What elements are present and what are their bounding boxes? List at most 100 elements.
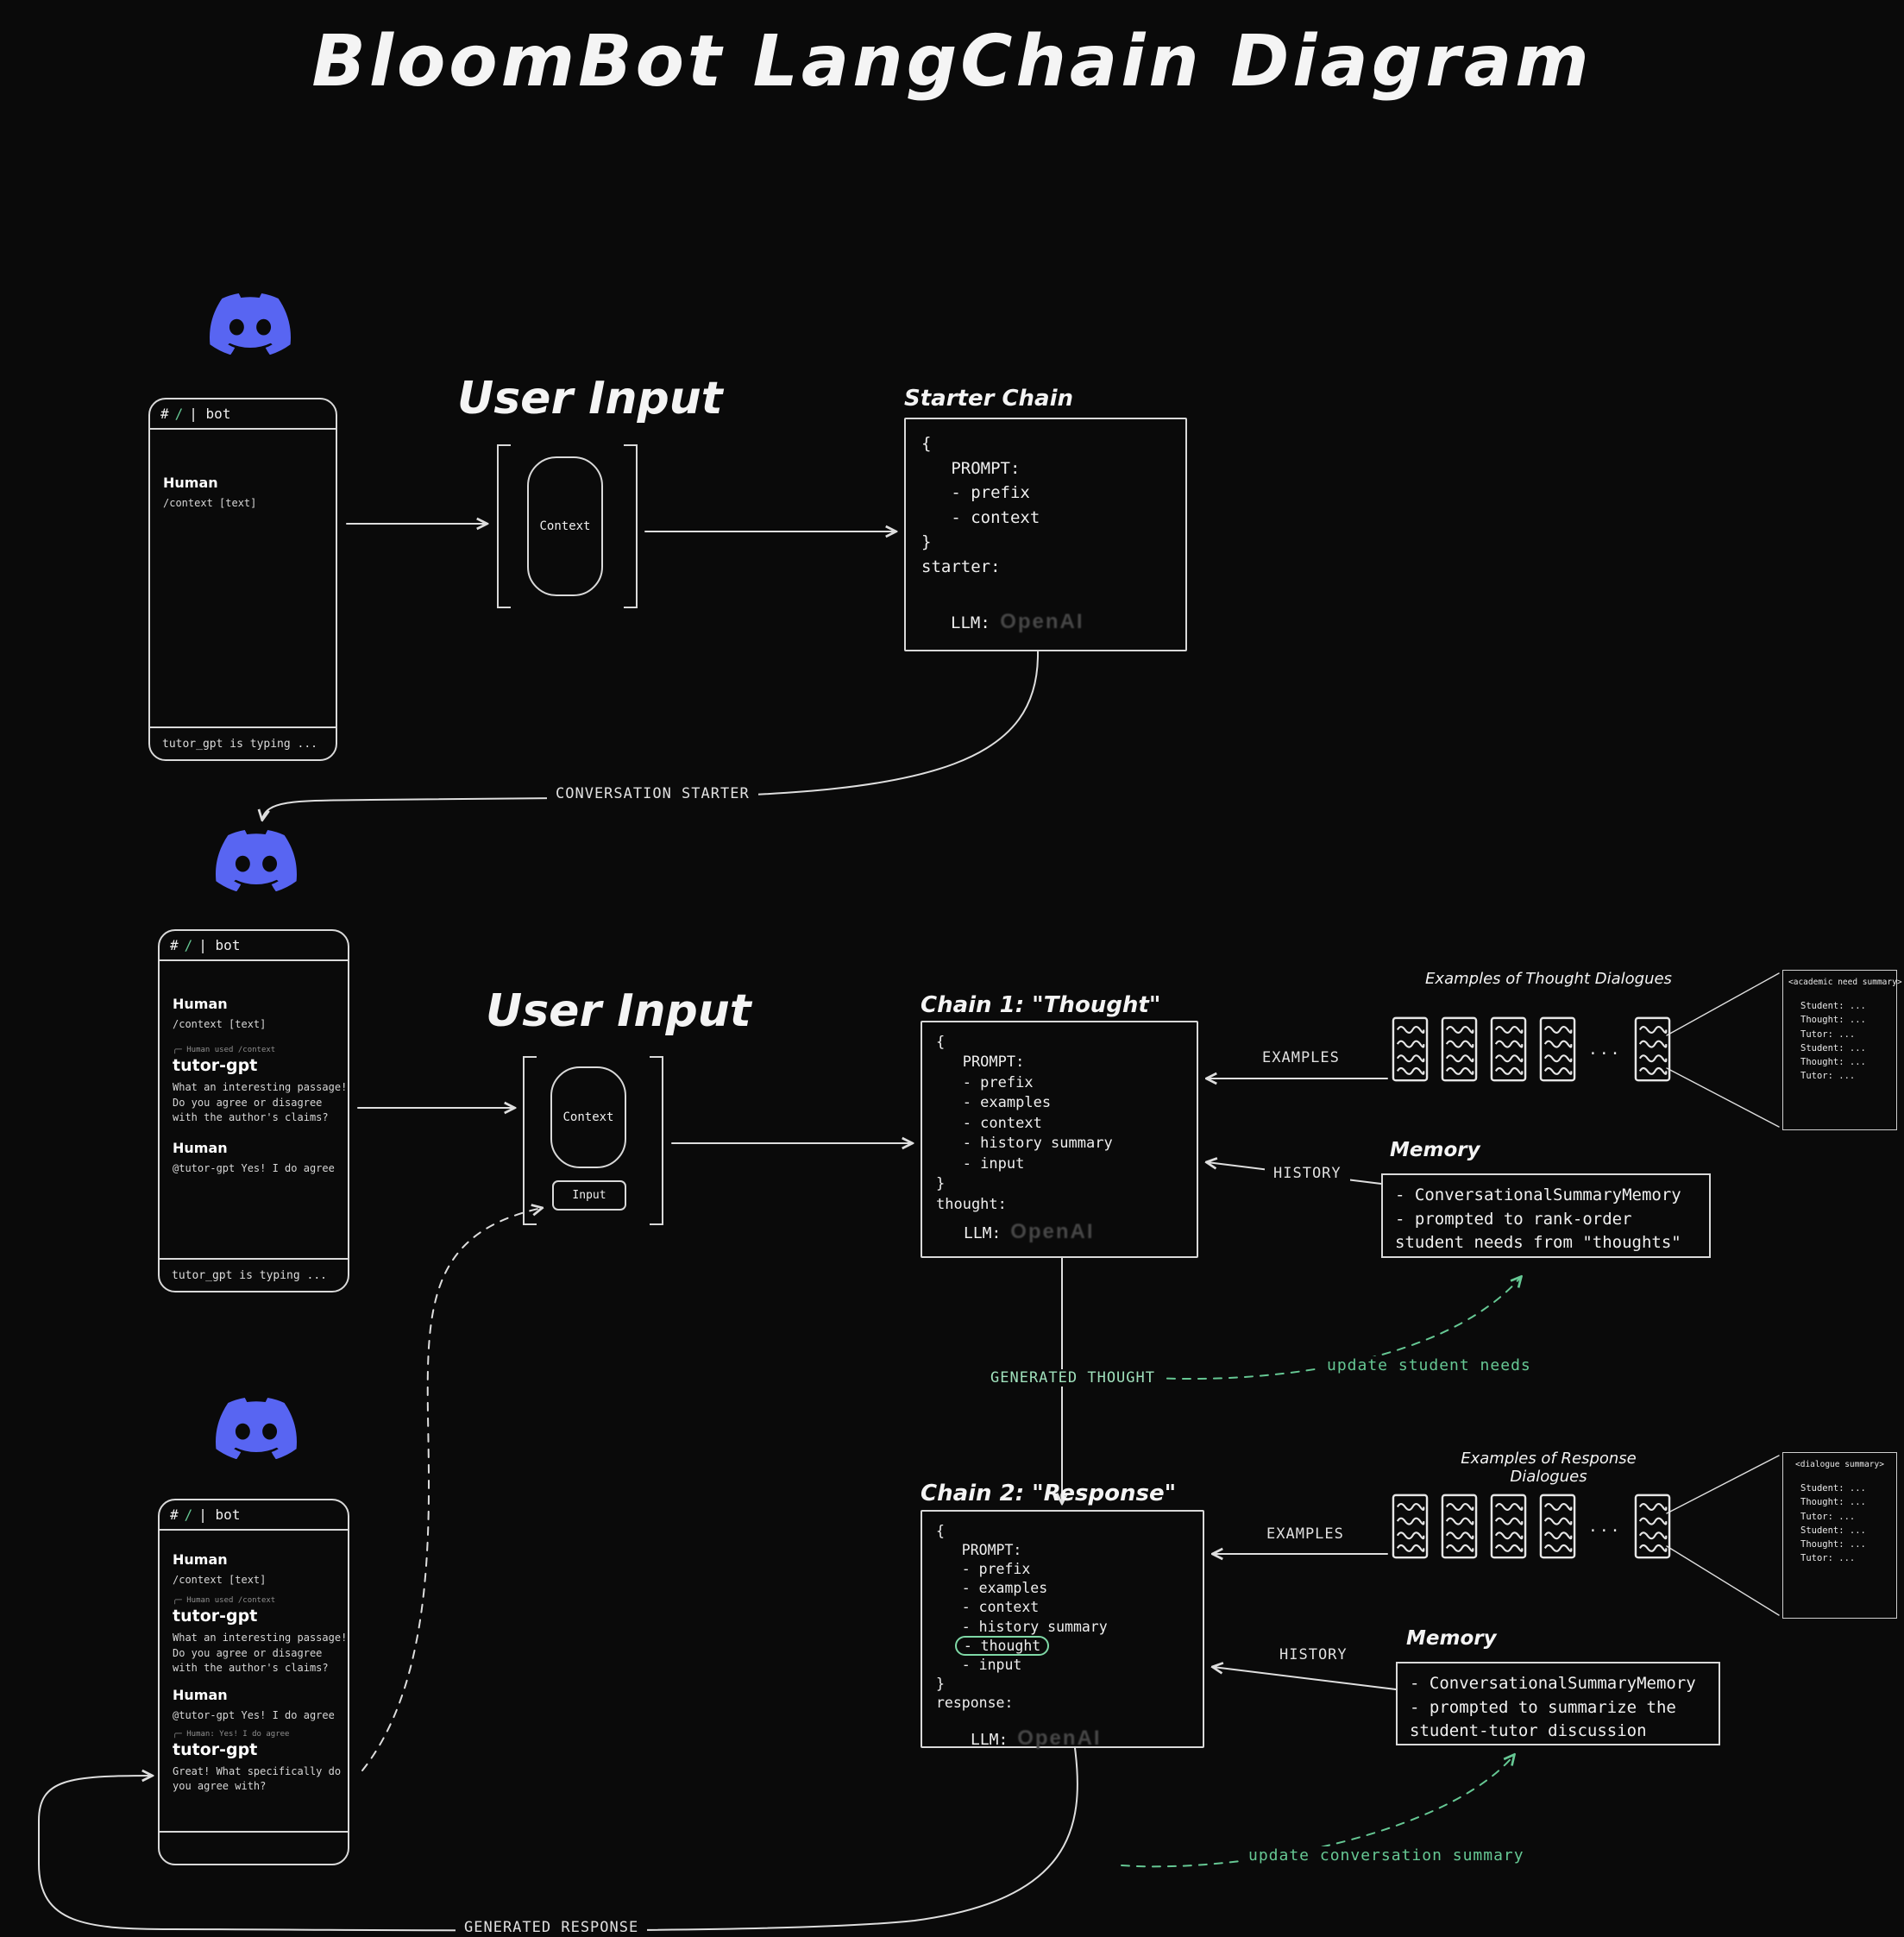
fan-line-thought-top [1666, 972, 1780, 1036]
channel-name: | bot [198, 1506, 241, 1523]
dialogue-doc-icon [1634, 1494, 1670, 1559]
dialogue-doc-icon [1490, 1016, 1527, 1082]
openai-logo: OpenAI [1017, 1726, 1102, 1751]
fan-line-thought-bottom [1666, 1067, 1780, 1128]
examples-thought-title: Examples of Thought Dialogues [1425, 970, 1672, 988]
chain1-box: { PROMPT: - prefix - examples - context … [921, 1021, 1198, 1258]
typing-indicator: tutor_gpt is typing ... [150, 726, 336, 759]
message-text: /context [text] [173, 1018, 267, 1030]
dialogue-doc-icon [1441, 1016, 1478, 1082]
dialogue-summary-box: <dialogue summary> Student: ... Thought:… [1782, 1452, 1897, 1619]
right-bracket [624, 444, 638, 608]
history-label: HISTORY [1271, 1646, 1356, 1663]
openai-logo: OpenAI [1010, 1220, 1095, 1244]
dialogue-doc-icon [1392, 1016, 1429, 1082]
detail-body: Student: ... Thought: ... Tutor: ... Stu… [1800, 1483, 1866, 1564]
chain2-prompt: { PROMPT: - prefix - examples - context … [936, 1523, 1108, 1711]
dialogue-doc-icon [1634, 1016, 1670, 1082]
starter-chain-prompt: { PROMPT: - prefix - context } starter: [921, 434, 1040, 576]
channel-header: # / | bot [160, 931, 348, 961]
discord-chat-phone-2: # / | bot Human /context [text] ╭─ Human … [158, 929, 349, 1292]
discord-icon [216, 1398, 297, 1460]
user-input-label: User Input [457, 373, 723, 425]
chain2-title: Chain 2: "Response" [921, 1481, 1177, 1506]
chat-body: Human /context [text] [150, 430, 336, 519]
chain2-box: { PROMPT: - prefix - examples - context … [921, 1510, 1204, 1751]
thought-highlight-oval: - thought [954, 1635, 1050, 1656]
discord-chat-phone-1: # / | bot Human /context [text] tutor_gpt… [148, 398, 337, 761]
channel-name: | bot [189, 406, 231, 422]
right-bracket [650, 1056, 663, 1225]
ellipsis: ... [1588, 1517, 1622, 1536]
slash-icon: / [174, 406, 184, 422]
message-author: tutor-gpt [173, 1607, 258, 1626]
update-conversation-summary-label: update conversation summary [1240, 1846, 1533, 1865]
fan-line-response-top [1666, 1455, 1780, 1514]
chat-body: Human /context [text] ╭─ Human used /con… [160, 1531, 348, 1803]
chain1-title: Chain 1: "Thought" [921, 992, 1161, 1018]
examples-label: EXAMPLES [1262, 1049, 1340, 1066]
openai-logo: OpenAI [1000, 610, 1084, 633]
memory-label: Memory [1390, 1139, 1480, 1161]
dialogue-doc-icon [1490, 1494, 1527, 1559]
context-node: Context [550, 1066, 626, 1168]
message-text: Great! What specifically do you agree wi… [173, 1764, 342, 1793]
memory-label: Memory [1406, 1627, 1497, 1650]
llm-line: LLM: OpenAI [964, 1220, 1095, 1244]
thought-dialogue-docs: ... [1392, 1016, 1671, 1083]
message-text: @tutor-gpt Yes! I do agree [173, 1161, 335, 1174]
dialogue-doc-icon [1441, 1494, 1478, 1559]
channel-header: #/ | bot [160, 1500, 348, 1531]
chat-body: Human /context [text] ╭─ Human used /con… [160, 961, 348, 1185]
generated-thought-label: GENERATED THOUGHT [982, 1369, 1164, 1387]
hash-icon: # [170, 1506, 179, 1523]
reply-reference: ╭─ Human used /context [173, 1596, 276, 1606]
llm-line: LLM: OpenAI [951, 610, 1084, 633]
starter-chain-box: { PROMPT: - prefix - context } starter: … [904, 418, 1187, 651]
discord-icon [210, 293, 291, 355]
message-text: @tutor-gpt Yes! I do agree [173, 1708, 335, 1721]
chain1-prompt: { PROMPT: - prefix - examples - context … [936, 1034, 1113, 1213]
detail-body: Student: ... Thought: ... Tutor: ... Stu… [1800, 1001, 1866, 1082]
message-author: Human [173, 1551, 228, 1568]
fan-line-response-bottom [1666, 1545, 1780, 1616]
dialogue-doc-icon [1539, 1494, 1576, 1559]
starter-chain-title: Starter Chain [904, 386, 1074, 412]
conversation-starter-label: CONVERSATION STARTER [547, 785, 758, 802]
dialogue-doc-icon [1392, 1494, 1429, 1559]
ellipsis: ... [1588, 1040, 1622, 1059]
arrow-memory2-to-chain2 [1213, 1667, 1397, 1690]
context-node: Context [527, 456, 603, 596]
detail-title: <academic need summary> [1788, 978, 1902, 987]
user-input-label: User Input [486, 985, 751, 1037]
llm-line: LLM: OpenAI [971, 1726, 1102, 1751]
channel-header: # / | bot [150, 399, 336, 430]
input-node: Input [552, 1180, 626, 1211]
arrow-phone3-to-input [361, 1208, 542, 1771]
channel-name: | bot [198, 937, 241, 953]
message-text: What an interesting passage! Do you agre… [173, 1632, 348, 1675]
discord-chat-phone-3: #/ | bot Human /context [text] ╭─ Human … [158, 1499, 349, 1865]
academic-need-summary-box: <academic need summary> Student: ... Tho… [1782, 970, 1902, 1130]
dialogue-doc-icon [1539, 1016, 1576, 1082]
detail-title: <dialogue summary> [1795, 1460, 1884, 1469]
reply-reference: ╭─ Human: Yes! I do agree [173, 1729, 290, 1739]
message-text: /context [text] [173, 1574, 267, 1586]
memory1-box: - ConversationalSummaryMemory - prompted… [1381, 1173, 1711, 1258]
generated-response-label: GENERATED RESPONSE [456, 1919, 648, 1936]
hash-icon: # [170, 937, 179, 953]
reply-reference: ╭─ Human used /context [173, 1046, 276, 1055]
message-author: Human [173, 1686, 228, 1703]
page-title: BloomBot LangChain Diagram [311, 21, 1593, 103]
message-author: Human [163, 475, 218, 491]
discord-icon [216, 830, 297, 892]
message-text: What an interesting passage! Do you agre… [173, 1081, 348, 1124]
slash-icon: / [184, 937, 193, 953]
typing-indicator: tutor_gpt is typing ... [160, 1258, 348, 1291]
hash-icon: # [160, 406, 169, 422]
left-bracket [497, 444, 511, 608]
left-bracket [523, 1056, 537, 1225]
message-author: tutor-gpt [173, 1056, 258, 1076]
message-text: /context [text] [163, 497, 257, 509]
examples-label: EXAMPLES [1266, 1525, 1344, 1543]
